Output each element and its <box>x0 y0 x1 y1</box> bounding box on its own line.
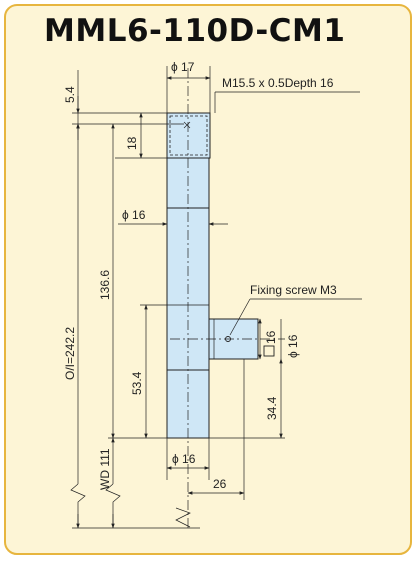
port-square-mark <box>263 345 275 357</box>
dim-16-side-label: 16 <box>264 330 278 344</box>
dim-16-mid-label: ϕ 16 <box>122 208 146 222</box>
dim-242-2-label: O/I=242.2 <box>63 327 77 380</box>
fixing-screw-leader <box>229 298 251 336</box>
dim-53-4-label: 53.4 <box>130 371 144 395</box>
dim-18-label: 18 <box>125 136 139 150</box>
dim-16-side-dia-label: ϕ 16 <box>286 334 300 358</box>
lens-body <box>166 112 275 439</box>
dim-26-label: 26 <box>213 477 227 491</box>
dim-wd-label: WD 111 <box>98 448 112 490</box>
fixing-screw-label: Fixing screw M3 <box>250 283 337 297</box>
dim-17-label: ϕ 17 <box>171 60 195 74</box>
page-title: MML6-110D-CM1 <box>44 13 346 49</box>
dim-242-2-break <box>70 483 86 528</box>
dim-5-4-label: 5.4 <box>63 86 77 103</box>
dim-136-6-label: 136.6 <box>98 270 112 300</box>
dim-wd-break <box>105 483 121 528</box>
dim-34-4-label: 34.4 <box>265 396 279 420</box>
dim-16-bottom-label: ϕ 16 <box>172 452 196 466</box>
head-inner-dashed <box>169 115 208 156</box>
work-plane-break <box>175 507 191 528</box>
head-cross-mark <box>183 121 191 129</box>
thread-note: M15.5 x 0.5Depth 16 <box>222 76 334 90</box>
mount-head <box>166 112 211 159</box>
